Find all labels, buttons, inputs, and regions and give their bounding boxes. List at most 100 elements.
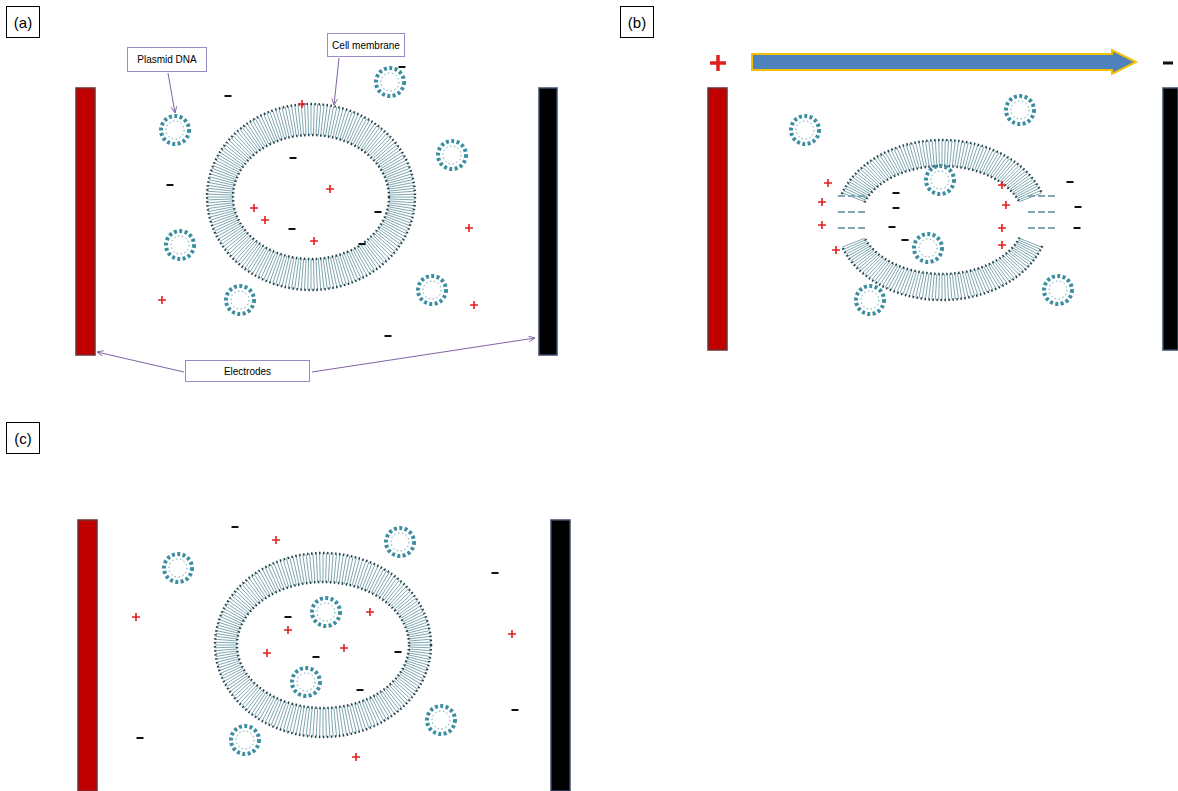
lipid-hatch <box>344 253 355 281</box>
plasmid-dna <box>376 68 404 96</box>
lipid-hatch <box>359 246 375 270</box>
lipid-hatch <box>874 262 889 282</box>
plasmid-dna <box>791 116 819 144</box>
lipid-hatch <box>403 611 423 622</box>
lipid-hatch <box>384 580 400 601</box>
lipid-hatch <box>307 259 309 290</box>
negative-ion <box>290 157 297 159</box>
lipid-hatch <box>207 201 233 203</box>
lipid-hatch <box>249 691 264 712</box>
lipid-hatch <box>304 259 306 290</box>
lipid-hatch <box>296 706 301 734</box>
lipid-hatch <box>938 274 940 300</box>
lipid-hatch <box>388 584 405 603</box>
lipid-hatch <box>376 695 389 718</box>
lipid-hatch <box>367 566 378 591</box>
lipid-hatch <box>944 274 946 300</box>
lipid-hatch <box>351 250 364 277</box>
lipid-hatch <box>313 553 315 582</box>
lipid-hatch <box>962 272 968 297</box>
lipid-hatch <box>888 151 900 173</box>
lipid-hatch <box>331 708 333 737</box>
negative-ion <box>492 572 499 574</box>
panel-label-text: (c) <box>14 430 32 447</box>
lipid-hatch <box>990 155 1004 176</box>
lipid-hatch <box>409 649 431 651</box>
lipid-hatch <box>316 259 318 290</box>
lipid-hatch <box>215 645 237 646</box>
lipid-hatch <box>234 680 252 696</box>
lipid-hatch <box>998 259 1014 278</box>
lipid-hatch <box>261 116 274 143</box>
lipid-hatch <box>393 591 411 608</box>
plasmid-dna-inner <box>169 559 187 577</box>
negative-ion <box>399 66 406 68</box>
lipid-hatch <box>346 252 358 280</box>
lipid-hatch <box>401 606 421 618</box>
negative-ion <box>395 651 402 653</box>
lipid-hatch <box>369 698 381 722</box>
electrode <box>1163 88 1178 350</box>
panel-label: (b) <box>620 6 654 38</box>
panel-a <box>76 58 557 372</box>
lipid-hatch <box>207 191 233 193</box>
lipid-hatch <box>350 705 357 733</box>
lipid-hatch <box>391 589 408 607</box>
plasmid-dna <box>427 706 455 734</box>
lipid-hatch <box>238 589 255 607</box>
lipid-hatch <box>316 553 317 582</box>
lipid-hatch <box>942 140 943 166</box>
membrane-border <box>864 166 1019 202</box>
lipid-hatch <box>234 593 252 609</box>
lipid-hatch <box>916 143 922 168</box>
positive-ion <box>284 626 292 634</box>
lipid-hatch <box>929 141 932 167</box>
lipid-hatch <box>216 631 238 636</box>
lipid-hatch <box>221 614 242 624</box>
lipid-hatch <box>1019 193 1042 202</box>
lipid-hatch <box>267 113 278 141</box>
lipid-hatch <box>402 608 422 620</box>
lipid-hatch <box>984 266 996 288</box>
lipid-hatch <box>328 553 329 582</box>
negative-ion <box>1074 227 1081 229</box>
lipid-hatch <box>384 163 408 174</box>
lipid-hatch <box>311 259 312 290</box>
negative-ion <box>359 243 366 245</box>
plasmid-dna <box>418 276 446 304</box>
plasmid-dna <box>438 141 466 169</box>
lipid-hatch <box>386 582 402 602</box>
lipid-hatch <box>409 645 431 646</box>
electrode <box>708 88 727 350</box>
lipid-hatch <box>869 162 885 181</box>
lipid-hatch <box>409 646 431 648</box>
lipid-hatch <box>313 104 315 135</box>
lipid-hatch <box>992 157 1007 178</box>
leader-arrow <box>334 58 339 105</box>
plasmid-dna <box>914 234 942 262</box>
lipid-hatch <box>952 274 955 300</box>
lipid-hatch <box>947 140 949 166</box>
lipid-hatch <box>296 556 301 584</box>
lipid-hatch <box>258 117 271 144</box>
lipid-hatch <box>947 274 949 300</box>
lipid-hatch <box>293 705 299 733</box>
lipid-hatch <box>238 684 255 702</box>
lipid-hatch <box>208 185 234 189</box>
positive-ion <box>298 100 306 108</box>
lipid-hatch <box>885 152 898 174</box>
lipid-hatch <box>331 553 333 582</box>
plasmid-dna-inner <box>919 239 937 257</box>
lipid-hatch <box>935 140 937 166</box>
negative-ion <box>385 335 392 337</box>
lipid-hatch <box>207 203 233 206</box>
lipid-hatch <box>851 247 872 260</box>
pore-lipid <box>1028 227 1058 229</box>
lipid-hatch <box>225 672 245 684</box>
cell-membrane <box>215 553 431 737</box>
lipid-hatch <box>326 106 331 136</box>
plasmid-dna-inner <box>1011 101 1029 119</box>
lipid-hatch <box>215 646 237 648</box>
lipid-hatch <box>316 708 317 737</box>
